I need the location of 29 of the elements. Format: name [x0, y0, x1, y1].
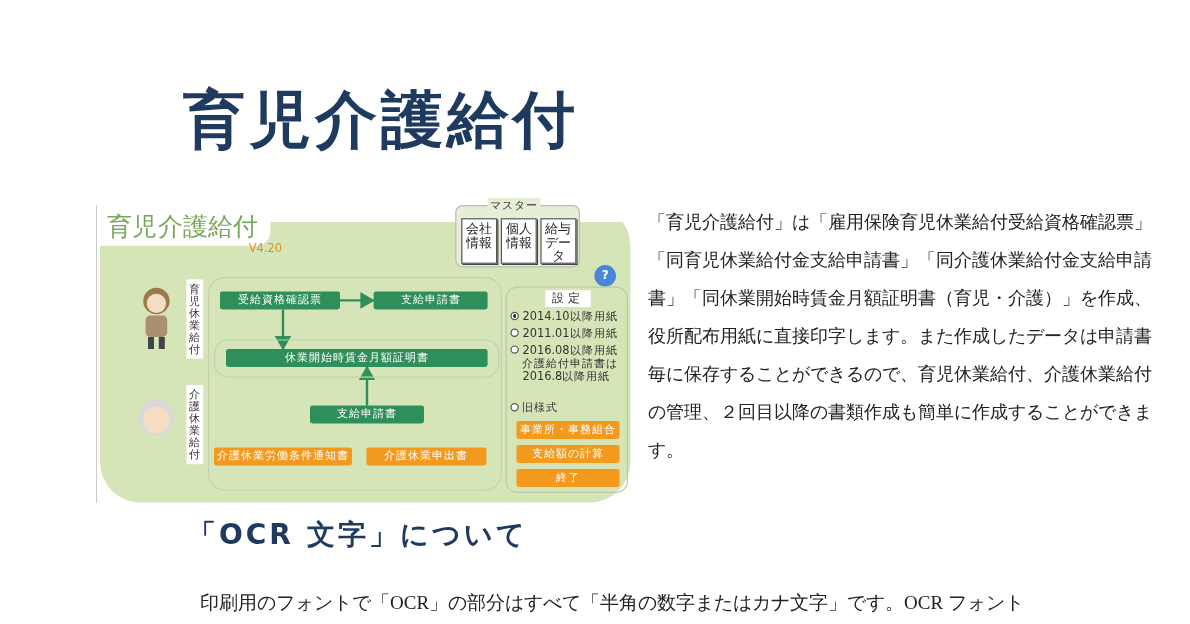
body-text: 印刷用のフォントで「OCR」の部分はすべて「半角の数字またはカナ文字」です。OCR フォント [200, 591, 1024, 615]
form-button: 支給額の計算 [516, 445, 620, 463]
arrow [358, 365, 376, 406]
master-button: 個人情報 [500, 218, 537, 264]
form-button: 事業所・事務組合 [516, 421, 620, 439]
panel-title: 設定 [545, 290, 591, 307]
form-button: 支給申請書 [310, 405, 424, 424]
group-title: マスター [487, 197, 541, 214]
vertical-label: 育児休業給付 [186, 279, 204, 359]
arrow [340, 292, 375, 309]
master-button: 給与データ [540, 218, 577, 264]
option-text: 旧様式 [522, 400, 560, 414]
master-button: 会社情報 [461, 218, 498, 264]
description-paragraph: 「育児介護給付」は「雇用保険育児休業給付受給資格確認票」「同育児休業給付金支給申請書」「同介護休業給付金支給申請書」「同休業開始時賃金月額証明書（育児・介護）」を作成、役所配布用紙に直接印字します。また作成したデータは申請書毎に保存することができるので、育児休業給付、介護休業給付の管理、２回目以降の書類作成も簡単に作成することができます。 [648, 211, 1153, 462]
form-button: 介護休業労働条件通知書 [214, 447, 352, 466]
help-button: ? [594, 265, 616, 287]
option-text: 2014.10以降用紙 [522, 309, 619, 323]
section-heading: 「OCR 文字」について [188, 517, 528, 553]
settings-panel [505, 286, 628, 493]
option-text: 2016.08以降用紙介護給付申請書は2016.8以降用紙 [522, 343, 620, 383]
option-text: 2011.01以降用紙 [522, 326, 619, 340]
form-button: 支給申請書 [373, 291, 488, 310]
form-button: 休業開始時賃金月額証明書 [226, 349, 488, 367]
vertical-label: 介護休業給付 [186, 385, 204, 465]
form-button: 受給資格確認票 [220, 291, 340, 310]
page-title: 育児介護給付 [183, 82, 579, 158]
arrow [274, 309, 292, 351]
form-button: 介護休業申出書 [366, 447, 487, 466]
form-button: 終了 [516, 469, 620, 487]
